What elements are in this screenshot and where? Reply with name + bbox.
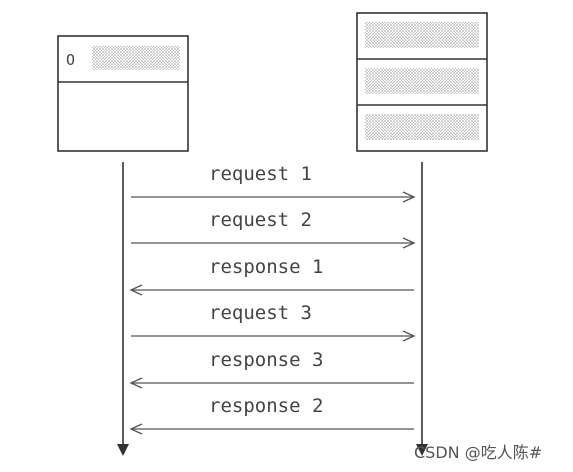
- arrowhead-right: [402, 237, 416, 249]
- arrowhead-left: [129, 284, 143, 296]
- message-6: response 2: [129, 395, 414, 435]
- server-slot-3: [365, 114, 479, 140]
- message-label: response 2: [209, 395, 323, 417]
- arrowhead-right: [402, 330, 416, 342]
- message-label: request 1: [209, 163, 312, 185]
- message-1: request 1: [131, 163, 416, 203]
- arrowhead-left: [129, 377, 143, 389]
- server-slot-2: [365, 68, 479, 94]
- arrowhead-left: [129, 423, 143, 435]
- message-group: request 1 request 2 response 1 request 3 res…: [129, 163, 416, 435]
- client-label: O: [66, 51, 75, 69]
- watermark: CSDN @吃人陈#: [414, 443, 542, 462]
- client-box: O: [57, 35, 189, 152]
- client-lifeline-arrowhead: [117, 444, 129, 456]
- message-5: response 3: [129, 349, 414, 389]
- server-box: [356, 12, 488, 152]
- message-label: request 2: [209, 209, 312, 231]
- message-4: request 3: [131, 302, 416, 342]
- server-slot-1: [365, 22, 479, 48]
- server-lifeline-arrowhead: [416, 444, 428, 456]
- arrowhead-right: [402, 191, 416, 203]
- message-label: response 1: [209, 256, 323, 278]
- message-3: response 1: [129, 256, 414, 296]
- message-label: request 3: [209, 302, 312, 324]
- client-shaded-field: [92, 46, 180, 70]
- message-2: request 2: [131, 209, 416, 249]
- message-label: response 3: [209, 349, 323, 371]
